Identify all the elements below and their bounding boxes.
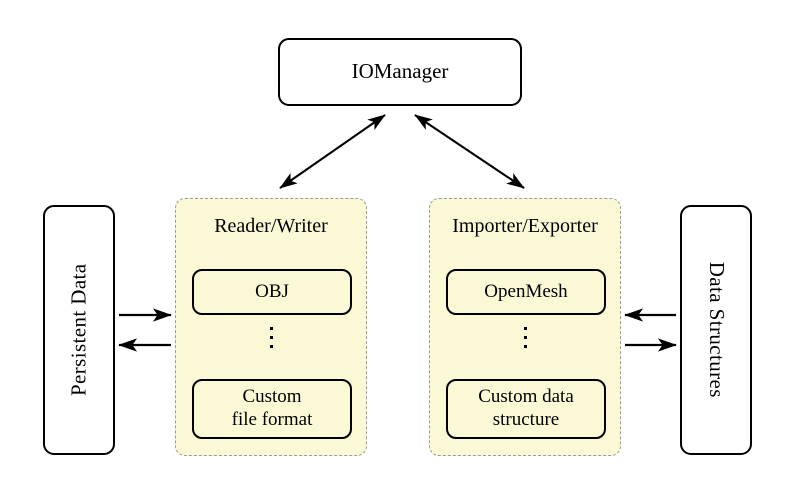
node-custom-file-format[interactable]: Custom file format <box>192 379 352 439</box>
arrow-manager-importer-exporter <box>414 114 525 189</box>
node-openmesh-label: OpenMesh <box>484 280 568 302</box>
ellipsis-dot <box>523 336 527 339</box>
custom-data-structure-line1: Custom data <box>478 386 574 408</box>
group-importer-exporter[interactable]: Importer/Exporter OpenMesh Custom data s… <box>429 198 621 456</box>
node-custom-file-format-label: Custom file format <box>232 386 313 432</box>
arrow-manager-reader-writer <box>279 114 386 189</box>
group-reader-writer[interactable]: Reader/Writer OBJ Custom file format <box>175 198 367 456</box>
node-io-manager[interactable]: IOManager <box>278 38 522 106</box>
custom-file-format-line2: file format <box>231 409 313 430</box>
node-openmesh[interactable]: OpenMesh <box>446 269 606 315</box>
data-structures-label: Data Structures <box>704 261 729 399</box>
group-importer-exporter-title: Importer/Exporter <box>452 215 598 237</box>
custom-data-structure-line2: structure <box>492 409 560 430</box>
io-manager-label: IOManager <box>351 59 449 84</box>
vertical-ellipsis-icon <box>430 327 620 348</box>
node-data-structures[interactable]: Data Structures <box>680 205 752 455</box>
node-obj[interactable]: OBJ <box>192 269 352 315</box>
persistent-data-label: Persistent Data <box>66 263 91 397</box>
node-custom-data-structure[interactable]: Custom data structure <box>446 379 606 439</box>
ellipsis-dot <box>269 336 273 339</box>
ellipsis-dot <box>269 327 273 330</box>
ellipsis-dot <box>523 327 527 330</box>
group-reader-writer-title: Reader/Writer <box>214 215 328 237</box>
node-obj-label: OBJ <box>255 280 289 302</box>
node-custom-data-structure-label: Custom data structure <box>478 386 574 432</box>
custom-file-format-line1: Custom <box>242 386 302 408</box>
ellipsis-dot <box>269 345 273 348</box>
vertical-ellipsis-icon <box>176 327 366 348</box>
node-persistent-data[interactable]: Persistent Data <box>43 205 115 455</box>
ellipsis-dot <box>523 345 527 348</box>
